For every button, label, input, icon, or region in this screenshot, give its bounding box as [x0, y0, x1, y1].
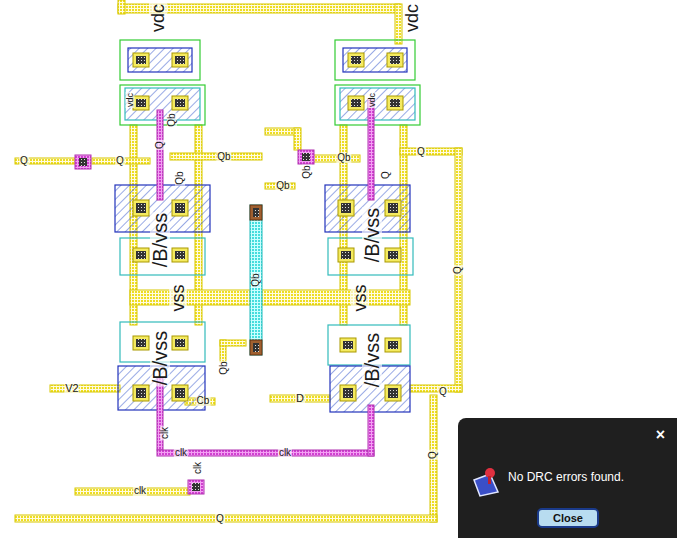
net-label: Qb [336, 153, 351, 163]
net-label: /B/vss [150, 212, 170, 268]
net-label: Qb [175, 170, 185, 185]
net-label: Qb [302, 164, 312, 179]
net-label: vdc [149, 3, 167, 33]
net-label: Q [115, 156, 125, 166]
net-label: Q [428, 450, 438, 460]
net-label: Q [438, 387, 448, 397]
net-label: Q [19, 156, 29, 166]
net-label: vss [169, 284, 187, 313]
net-label: /B/vss [362, 207, 382, 263]
net-label: Cb [196, 396, 211, 406]
net-label: Q [381, 170, 391, 180]
net-label: /B/vss [150, 330, 170, 386]
net-label: clk [160, 426, 170, 440]
net-label: vss [351, 284, 369, 313]
net-label: Qb [216, 152, 231, 162]
net-label: clk [278, 448, 292, 458]
net-label: vdc [403, 3, 421, 33]
net-label: /B/vss [362, 332, 382, 388]
net-label: V2 [64, 383, 79, 394]
net-label: Q [215, 514, 225, 524]
net-label: vdc [368, 92, 377, 108]
dialog-message: No DRC errors found. [508, 470, 624, 484]
net-label: D [295, 393, 305, 404]
net-label: Qb [219, 360, 229, 375]
net-label: Q [453, 265, 463, 275]
net-label: Q [416, 147, 426, 157]
close-button: Close [537, 508, 599, 528]
net-label: vdc [126, 92, 135, 108]
info-icon [470, 466, 504, 500]
net-label: clk [174, 448, 188, 458]
net-label: Qb [251, 272, 261, 287]
net-label: clk [193, 461, 203, 475]
net-label: Qb [167, 112, 177, 127]
net-label: clk [133, 486, 147, 496]
close-x: × [656, 426, 665, 444]
button-text: Close [553, 512, 583, 524]
net-label: Q [155, 140, 165, 150]
net-label: Qb [275, 181, 290, 191]
